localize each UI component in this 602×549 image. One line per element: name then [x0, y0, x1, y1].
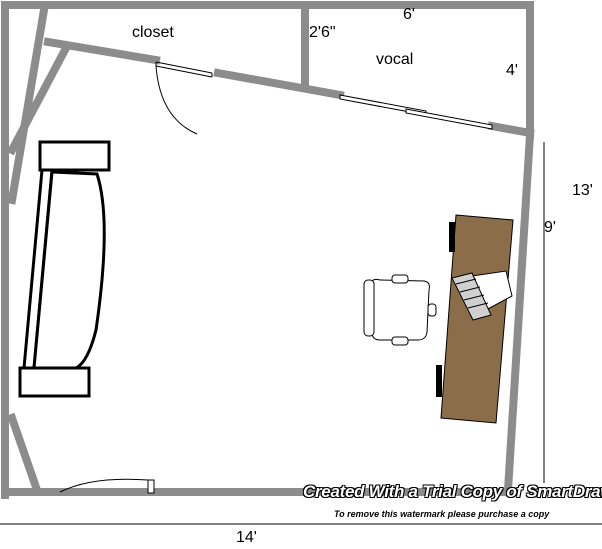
width-total-label: 14' — [236, 529, 257, 546]
sofa — [18, 140, 111, 398]
vocal-sliding-doors — [339, 94, 493, 130]
vocal-width-label: 6' — [403, 6, 415, 23]
dimension-lines — [0, 142, 602, 525]
height-total-label: 13' — [572, 182, 593, 199]
wall-top-inner-a — [43, 37, 161, 65]
wall-right-inner — [503, 130, 535, 495]
office-chair — [363, 274, 437, 346]
sofa-arm-top — [38, 140, 111, 172]
wall-top-inner-c — [487, 121, 535, 138]
watermark-subtitle: To remove this watermark please purchase… — [334, 509, 550, 519]
wall-left-inner-slant — [6, 42, 72, 156]
watermark-title: Created With a Trial Copy of SmartDraw — [303, 482, 602, 501]
height-partial-label: 9' — [544, 219, 556, 236]
sofa-arm-bottom — [18, 366, 91, 398]
wall-left-inner-lower — [6, 412, 43, 496]
sofa-seat — [32, 170, 106, 370]
closet-door — [155, 61, 213, 135]
computer — [451, 270, 513, 321]
wall-left-inner-upper — [7, 5, 49, 205]
entry-door — [59, 478, 155, 494]
vocal-label: vocal — [376, 51, 414, 68]
wall-top-inner-b — [213, 68, 345, 100]
vocal-depth-label: 4' — [506, 62, 518, 79]
keyboard — [451, 272, 492, 321]
closet-label: closet — [132, 24, 174, 41]
closet-depth-label: 2'6" — [309, 24, 336, 41]
walls — [1, 1, 535, 499]
